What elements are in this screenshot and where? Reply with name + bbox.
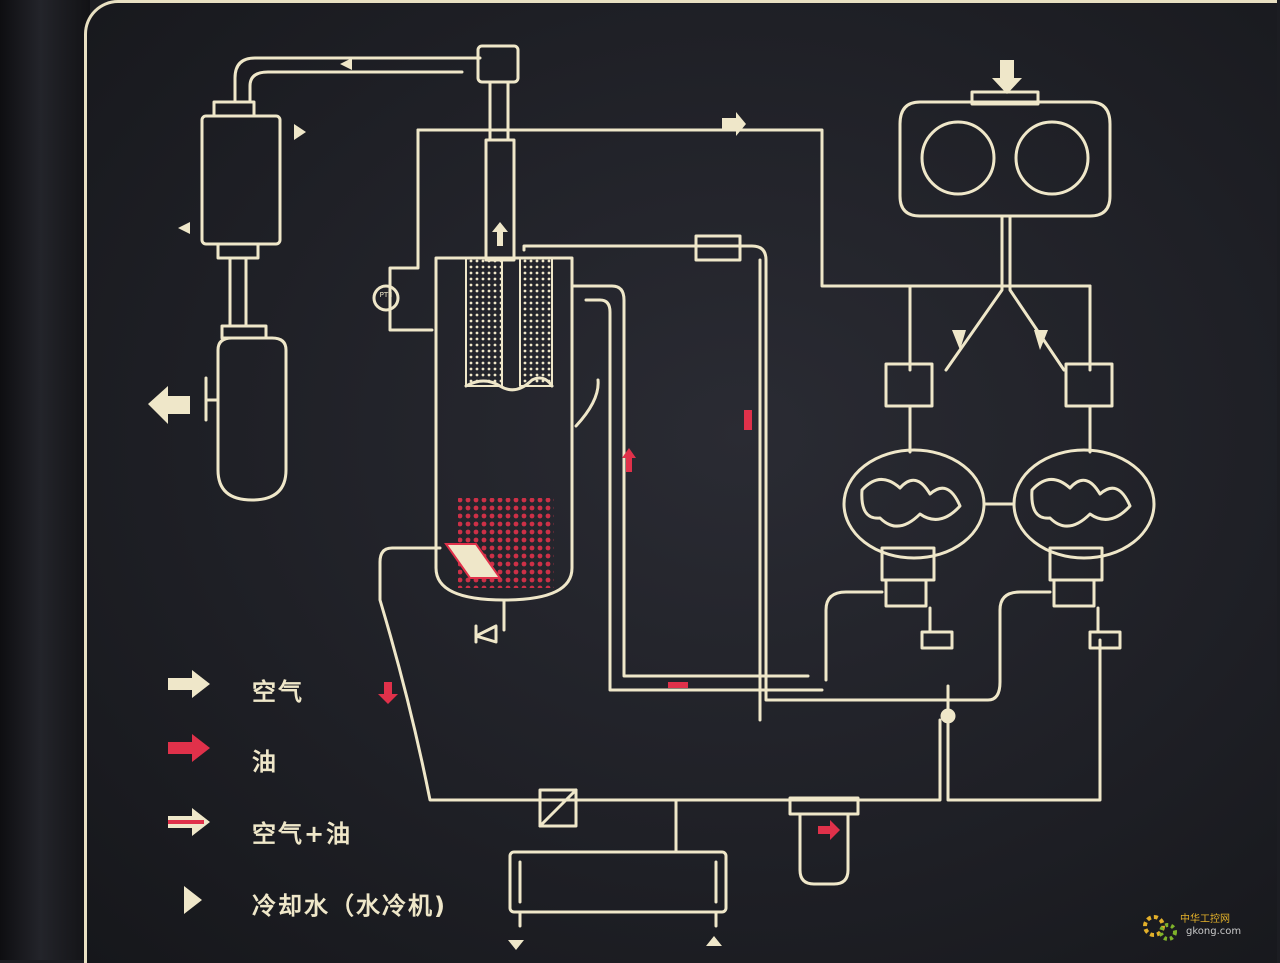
aftercooler (200, 114, 282, 246)
injection-line-left (824, 590, 884, 682)
intake-arrow (992, 60, 1022, 94)
legend-label-air-oil: 空气+油 (252, 820, 353, 848)
temp-sensor-left (920, 630, 954, 650)
legend-item-air: 空气 (166, 668, 506, 708)
filter-arrow-left (952, 330, 966, 350)
panel-bezel (0, 0, 90, 960)
water-out-arrow (706, 936, 722, 946)
air-receiver (216, 336, 288, 502)
check-valve (476, 44, 520, 84)
watermark-text: 中华工控网 (1180, 914, 1230, 925)
legend-label-air: 空气 (252, 678, 304, 706)
flow-arrow-left (340, 58, 352, 70)
gear-logo-icon (1143, 915, 1177, 941)
oil-arrow-vertical (744, 410, 752, 430)
flow-arrow-up (492, 222, 508, 246)
filter-arrow-right (1034, 330, 1048, 350)
oil-filter-head (788, 796, 860, 816)
oil-return-line (522, 244, 960, 722)
orifice (694, 234, 742, 262)
pressure-gauge (372, 284, 400, 312)
temp-sensor-right (1088, 630, 1122, 650)
discharge-right (1048, 546, 1104, 582)
oil-filter-arrow (818, 820, 840, 840)
aftercooler-bottom-flange (216, 242, 260, 260)
water-in-arrow (508, 940, 524, 950)
thermostatic-valve (538, 788, 578, 828)
legend-item-air-oil: 空气+油 (166, 810, 506, 850)
legend-water-triangle (184, 886, 202, 914)
injection-line-right (956, 590, 1052, 702)
discharge-left (880, 546, 936, 582)
legend-item-oil: 油 (166, 738, 506, 778)
air-receiver-flange (220, 324, 268, 340)
separator-element-left (465, 257, 503, 387)
flow-arrow-right (722, 112, 746, 136)
oil-arrow-down (378, 682, 398, 704)
separator-vent (416, 128, 1092, 288)
oil-cooler (508, 850, 728, 914)
air-filter-right (1014, 120, 1090, 196)
cooler-arrow (178, 222, 190, 234)
legend-item-cooling-water: 冷却水（水冷机) (166, 882, 506, 922)
outlet-arrow (148, 386, 190, 424)
legend-label-cooling-water: 冷却水（水冷机) (252, 892, 447, 920)
discharge-pipe (233, 56, 482, 102)
air-filter-left (920, 120, 996, 196)
gauge-arrow (294, 124, 306, 140)
air-filter-housing (898, 100, 1112, 218)
air-end-left (842, 448, 986, 560)
legend-oil-arrow (168, 734, 210, 762)
oil-arrow-up (622, 448, 636, 472)
oil-arrow-return (668, 682, 688, 688)
scavenge-line (570, 284, 824, 692)
oil-filter (798, 812, 850, 886)
separator-element-right (519, 257, 553, 387)
legend-label-oil: 油 (252, 748, 278, 776)
aftercooler-top-flange (212, 100, 256, 118)
air-end-right (1012, 448, 1156, 560)
oil-cooler-loop (378, 546, 942, 854)
watermark-url: gkong.com (1186, 926, 1242, 937)
pressure-gauge-label: PTII (379, 291, 393, 299)
watermark: 中华工控网 gkong.com (1140, 906, 1250, 946)
legend-air-arrow (168, 670, 210, 698)
